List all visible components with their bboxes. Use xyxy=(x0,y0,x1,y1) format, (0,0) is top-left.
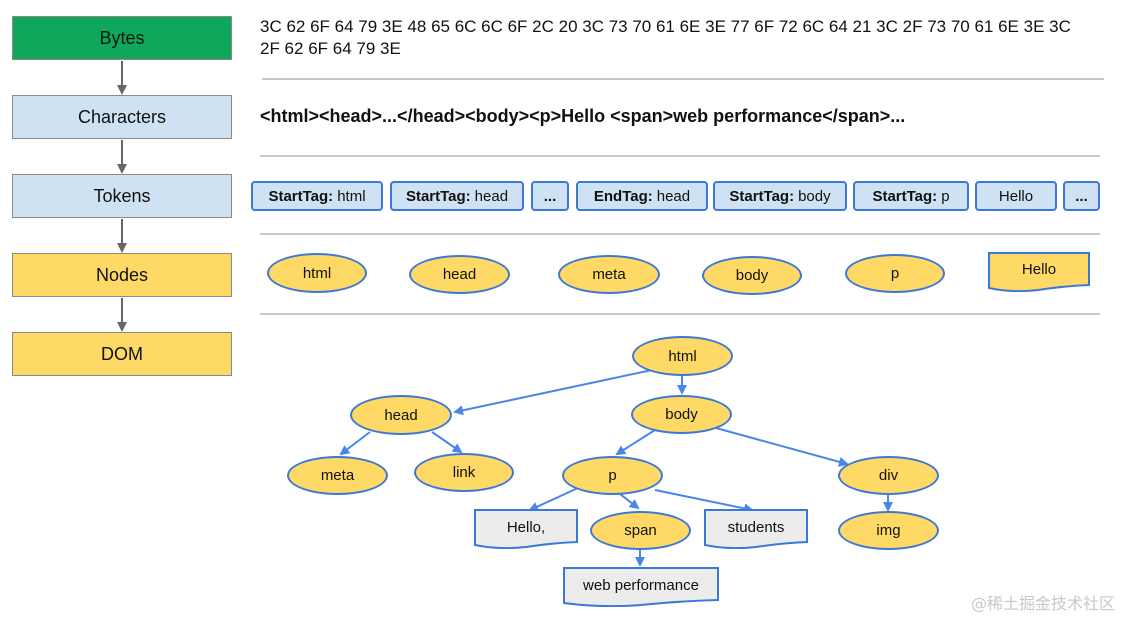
textnode-hello: Hello xyxy=(988,252,1090,292)
token-starttag-head: StartTag:head xyxy=(390,181,524,211)
token-kind: StartTag: xyxy=(405,187,471,205)
token-kind: StartTag: xyxy=(872,187,938,205)
token-name: body xyxy=(798,187,831,205)
edge-body-p xyxy=(615,429,656,456)
node-label: div xyxy=(878,467,899,484)
node-html: html xyxy=(267,253,367,293)
node-label: html xyxy=(302,264,332,282)
stage-bytes-label: Bytes xyxy=(99,27,145,48)
token-endtag-head: EndTag:head xyxy=(576,181,708,211)
token-kind: StartTag: xyxy=(268,187,334,205)
document-shape xyxy=(474,509,578,549)
bytes-text: 3C 62 6F 64 79 3E 48 65 6C 6C 6F 2C 20 3… xyxy=(260,17,1071,58)
edge-body-div xyxy=(715,427,849,467)
tree-textnode-students: students xyxy=(704,509,808,549)
node-label: body xyxy=(735,267,769,284)
stage-tokens-label: Tokens xyxy=(93,185,151,206)
token-name: ... xyxy=(543,187,557,205)
textnode-label: students xyxy=(727,518,785,536)
token-name: p xyxy=(941,187,950,205)
tree-node-span: span xyxy=(590,511,691,550)
textnode-label: Hello xyxy=(1021,260,1057,278)
edge-p-span xyxy=(619,493,640,510)
node-label: img xyxy=(876,522,901,539)
node-head: head xyxy=(409,255,510,294)
token-name: head xyxy=(656,187,691,205)
tree-node-body: body xyxy=(631,395,732,434)
node-label: head xyxy=(442,266,477,283)
tree-node-link: link xyxy=(414,453,514,492)
token-kind: EndTag: xyxy=(593,187,653,205)
node-label: html xyxy=(668,347,697,365)
edge-p-students xyxy=(654,489,754,514)
edge-p-hello xyxy=(528,487,579,512)
textnode-label: web performance xyxy=(583,576,699,594)
textnode-label: Hello, xyxy=(506,518,546,536)
node-label: p xyxy=(890,265,900,282)
token-name: html xyxy=(337,187,366,205)
token-name: ... xyxy=(1075,187,1088,205)
separator-2 xyxy=(260,155,1100,157)
node-label: span xyxy=(624,522,657,539)
token-ellipsis-1: ... xyxy=(531,181,569,211)
tree-textnode-web-performance: web performance xyxy=(563,567,719,607)
document-shape xyxy=(563,567,719,607)
tree-node-head: head xyxy=(350,395,452,435)
edge-html-head xyxy=(453,369,653,416)
tree-node-p: p xyxy=(562,456,663,495)
node-p: p xyxy=(845,254,945,293)
node-meta: meta xyxy=(558,255,660,294)
characters-text: <html><head>...</head><body><p>Hello <sp… xyxy=(260,106,906,126)
watermark: @稀土掘金技术社区 xyxy=(970,594,1115,613)
separator-3 xyxy=(260,233,1100,235)
tree-node-html: html xyxy=(632,336,733,376)
node-label: body xyxy=(665,406,698,423)
edge-head-meta xyxy=(339,431,371,456)
tree-textnode-hello: Hello, xyxy=(474,509,578,549)
tree-node-meta: meta xyxy=(287,456,388,495)
token-name: Hello xyxy=(998,187,1034,205)
stage-tokens: Tokens xyxy=(12,174,232,218)
token-starttag-html: StartTag:html xyxy=(251,181,383,211)
node-label: meta xyxy=(592,266,626,283)
token-kind: StartTag: xyxy=(729,187,795,205)
node-label: meta xyxy=(320,467,355,484)
stage-nodes: Nodes xyxy=(12,253,232,297)
token-ellipsis-2: ... xyxy=(1063,181,1100,211)
token-starttag-p: StartTag:p xyxy=(853,181,969,211)
stage-dom-label: DOM xyxy=(101,343,143,364)
token-name: head xyxy=(474,187,509,205)
stage-dom: DOM xyxy=(12,332,232,376)
node-body: body xyxy=(702,256,802,295)
document-shape xyxy=(988,252,1090,292)
node-label: p xyxy=(608,467,617,484)
separator-4 xyxy=(260,313,1100,315)
token-starttag-body: StartTag:body xyxy=(713,181,847,211)
stage-characters: Characters xyxy=(12,95,232,139)
node-label: link xyxy=(452,464,476,481)
separator-1 xyxy=(262,78,1104,80)
stage-nodes-label: Nodes xyxy=(95,264,149,285)
document-shape xyxy=(704,509,808,549)
tree-node-img: img xyxy=(838,511,939,550)
stage-characters-label: Characters xyxy=(77,106,167,127)
token-hello: Hello xyxy=(975,181,1057,211)
edge-head-link xyxy=(431,431,463,454)
node-label: head xyxy=(384,406,418,424)
stage-bytes: Bytes xyxy=(12,16,232,60)
tree-node-div: div xyxy=(838,456,939,495)
